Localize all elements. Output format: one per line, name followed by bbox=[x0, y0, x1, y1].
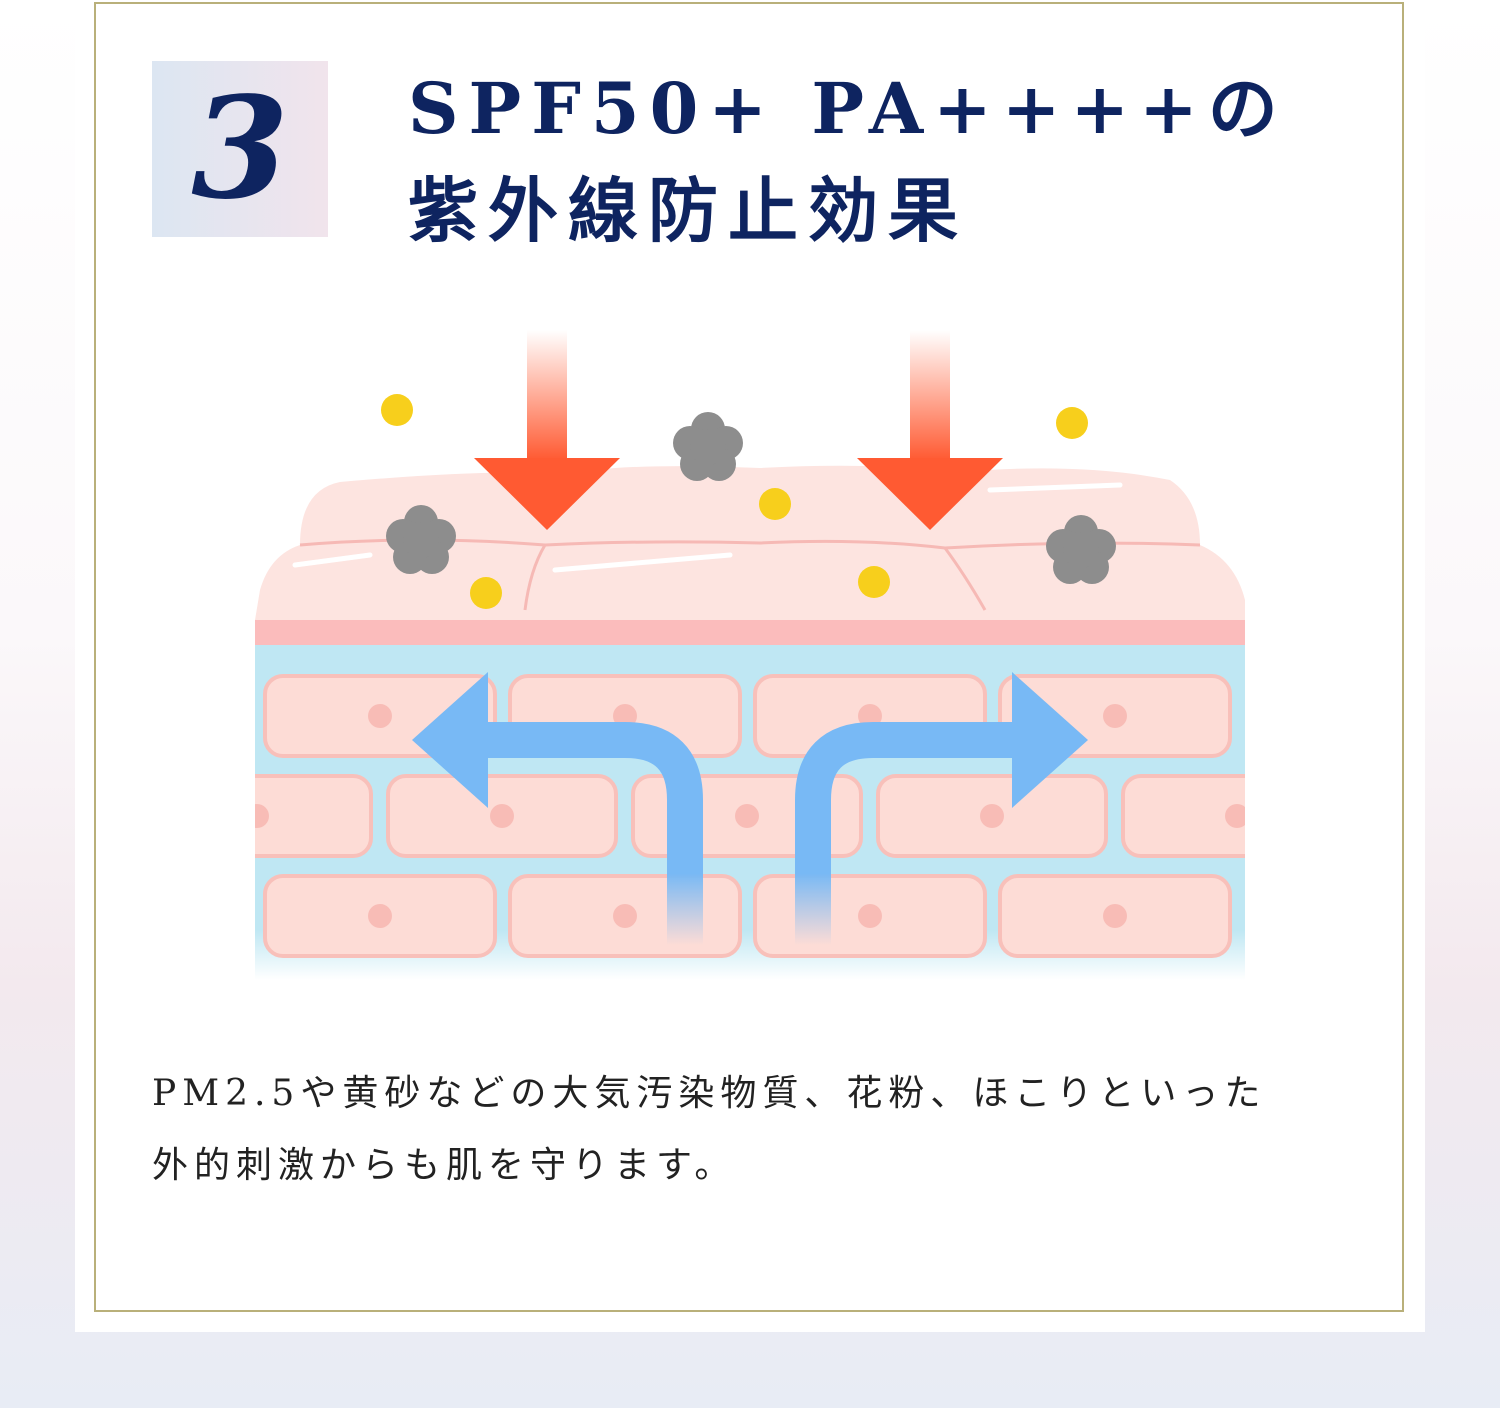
feature-title: SPF50+ PA++++の 紫外線防止効果 bbox=[408, 58, 1288, 262]
title-line-1: SPF50+ PA++++の bbox=[408, 67, 1288, 150]
pink-band bbox=[255, 620, 1245, 645]
description-line-1: PM2.5や黄砂などの大気汚染物質、花粉、ほこりといった bbox=[152, 1073, 1267, 1114]
deflect-arrow-right-icon bbox=[795, 672, 1088, 945]
pollen-particles bbox=[381, 394, 1088, 609]
uv-arrow-left-icon bbox=[474, 330, 620, 530]
feature-number: 3 bbox=[191, 67, 289, 231]
uv-arrow-right-icon bbox=[857, 330, 1003, 530]
title-line-2: 紫外線防止効果 bbox=[408, 169, 968, 252]
feature-description: PM2.5や黄砂などの大気汚染物質、花粉、ほこりといった 外的刺激からも肌を守り… bbox=[152, 1058, 1372, 1202]
dust-particles bbox=[386, 412, 1116, 584]
feature-number-badge: 3 bbox=[152, 61, 328, 237]
gold-frame bbox=[94, 2, 1404, 1312]
description-line-2: 外的刺激からも肌を守ります。 bbox=[152, 1145, 737, 1186]
deflect-arrow-left-icon bbox=[412, 672, 703, 945]
